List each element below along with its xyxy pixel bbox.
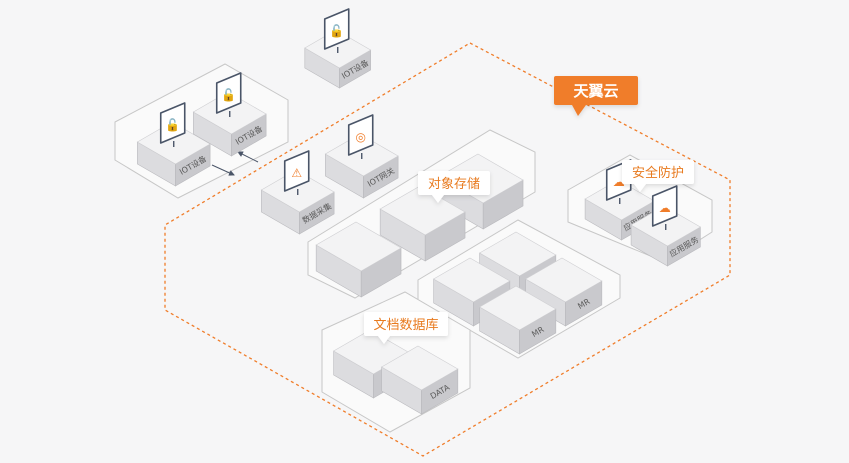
iot-gateway-box: ◎IOT网关: [324, 114, 399, 199]
lock-chip-icon: 🔓: [329, 24, 344, 38]
iot-device-box-top: 🔓IOT设备: [304, 8, 372, 89]
object-storage-label: 对象存储: [428, 177, 480, 192]
cloud-boundary: [164, 42, 731, 457]
antenna-icon: ⚠: [291, 166, 302, 180]
cloud-badge: [554, 76, 638, 116]
connection-arrow-in: [237, 151, 259, 163]
lock-chip-icon: 🔓: [165, 118, 180, 132]
iot-device-box-a: 🔓IOT设备: [136, 102, 211, 187]
cloud-badge-label: 天翼云: [573, 82, 618, 100]
data-box-b: DATA: [381, 345, 459, 415]
lock-chip-icon-monitor: 🔓: [159, 102, 186, 147]
isometric-boxes: 🔓IOT设备🔓IOT设备🔓IOT设备⚠数据采集◎IOT网关MRMRDATADAT…: [136, 8, 701, 415]
security-callout: [622, 160, 694, 192]
data-collection-box: ⚠数据采集: [260, 150, 335, 235]
document-db-callout: [364, 312, 448, 344]
lock-chip-icon-monitor: 🔓: [323, 8, 350, 53]
mr-box-bottom: MR: [479, 285, 557, 355]
object-storage-callout: [418, 171, 490, 203]
connection-arrow-out: [211, 164, 235, 176]
document-db-label: 文档数据库: [373, 317, 438, 333]
antenna-icon-monitor: ⚠: [283, 150, 310, 195]
iot-device-box-b: 🔓IOT设备: [192, 72, 267, 157]
cloud-icon-monitor: ☁: [651, 185, 678, 230]
storage-box-b: [379, 185, 466, 262]
lock-chip-icon-monitor: 🔓: [215, 72, 242, 117]
cloud-icon: ☁: [613, 175, 625, 189]
security-label: 安全防护: [632, 165, 684, 181]
storage-box-a: [315, 221, 402, 298]
cloud-icon: ☁: [659, 201, 671, 215]
app-service-box-b: ☁应用服务: [630, 185, 701, 267]
router-icon-monitor: ◎: [347, 114, 374, 159]
lock-chip-icon: 🔓: [221, 88, 236, 102]
router-icon: ◎: [355, 130, 365, 144]
